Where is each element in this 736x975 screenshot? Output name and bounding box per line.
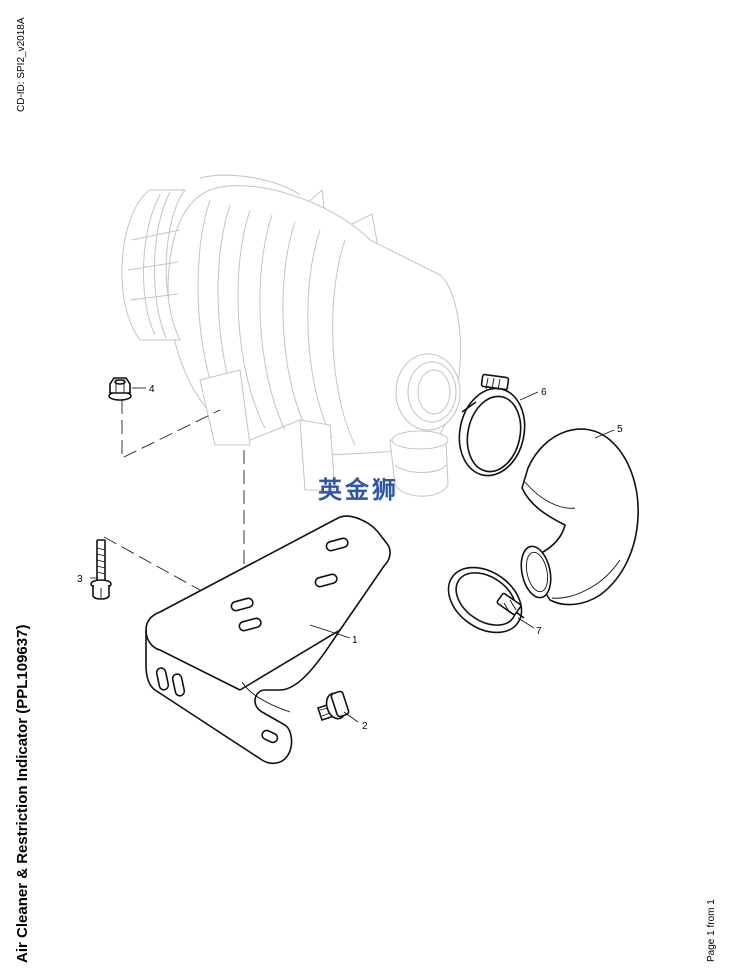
callout-3: 3 bbox=[77, 574, 83, 585]
nut bbox=[108, 377, 132, 401]
flange-bolt bbox=[316, 690, 350, 722]
callout-7: 7 bbox=[536, 626, 542, 637]
callout-2: 2 bbox=[362, 721, 368, 732]
callout-4: 4 bbox=[149, 384, 155, 395]
callout-labels: 1 2 3 4 5 6 7 bbox=[77, 384, 623, 732]
bracket bbox=[145, 515, 391, 765]
hose-clamp-lower bbox=[447, 566, 525, 634]
elbow-hose bbox=[520, 428, 639, 606]
hose-clamp-upper bbox=[458, 373, 526, 477]
callout-6: 6 bbox=[541, 387, 547, 398]
callout-5: 5 bbox=[617, 424, 623, 435]
bolt bbox=[90, 539, 112, 600]
callout-1: 1 bbox=[352, 635, 358, 646]
leader-lines bbox=[90, 387, 615, 723]
watermark: 英金狮 bbox=[318, 476, 399, 504]
air-cleaner-housing bbox=[121, 174, 461, 497]
